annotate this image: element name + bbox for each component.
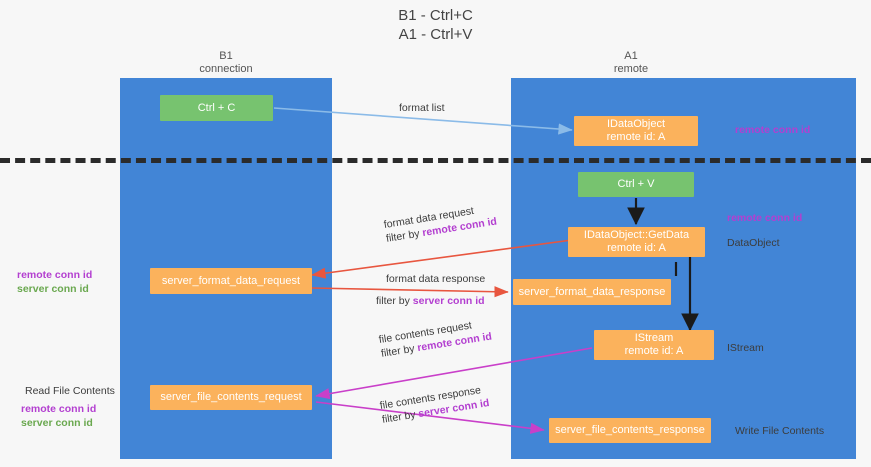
box-server-format-data-request-label: server_format_data_request xyxy=(161,274,301,287)
edge-label-format-data-response-filter: filter by server conn id xyxy=(376,294,485,308)
box-server-file-contents-response-label: server_file_contents_response xyxy=(555,424,705,436)
filter-key-server-conn-id: server conn id xyxy=(412,295,485,307)
edge-label-format-list: format list xyxy=(399,101,445,115)
diagram-title: B1 - Ctrl+C A1 - Ctrl+V xyxy=(0,6,871,44)
column-header-b1-name: B1 xyxy=(219,50,233,62)
annotation-remote-conn-id-top: remote conn id xyxy=(735,124,811,136)
diagram-title-line1: B1 - Ctrl+C xyxy=(398,7,473,24)
box-ctrl-v[interactable]: Ctrl + V xyxy=(578,172,694,197)
box-idataobject-line2: remote id: A xyxy=(606,131,666,143)
annotation-istream: IStream xyxy=(727,342,764,354)
box-istream-line2: remote id: A xyxy=(624,345,684,357)
annotation-remote-conn-id-mid: remote conn id xyxy=(727,212,803,224)
column-header-a1: A1 remote xyxy=(511,50,751,76)
box-server-file-contents-request[interactable]: server_file_contents_request xyxy=(150,385,312,410)
box-istream[interactable]: IStream remote id: A xyxy=(594,330,714,360)
diagram-title-line2: A1 - Ctrl+V xyxy=(398,26,473,43)
box-idataobject-line1: IDataObject xyxy=(606,118,666,130)
edge-label-format-data-request: format data request filter by remote con… xyxy=(383,201,498,246)
column-header-a1-role: remote xyxy=(613,63,649,75)
box-server-format-data-response[interactable]: server_format_data_response xyxy=(513,279,671,305)
edge-label-format-list-text: format list xyxy=(399,102,445,114)
edge-label-format-data-response-line1: format data response xyxy=(386,273,486,285)
box-server-format-data-request[interactable]: server_format_data_request xyxy=(150,268,312,294)
box-getdata-line2: remote id: A xyxy=(607,242,666,254)
edge-label-file-contents-response: file contents response filter by server … xyxy=(379,382,491,427)
box-ctrl-v-label: Ctrl + V xyxy=(617,178,655,190)
column-header-b1-role: connection xyxy=(199,63,253,75)
edge-label-format-data-response: format data response filter by server co… xyxy=(376,272,486,308)
box-idataobject[interactable]: IDataObject remote id: A xyxy=(574,116,698,146)
edge-label-file-contents-request: file contents request filter by remote c… xyxy=(378,316,493,361)
box-ctrl-c-label: Ctrl + C xyxy=(197,101,236,114)
box-server-file-contents-response[interactable]: server_file_contents_response xyxy=(549,418,711,443)
box-istream-line1: IStream xyxy=(634,332,674,344)
box-ctrl-c[interactable]: Ctrl + C xyxy=(160,95,273,121)
annotation-write-file-contents: Write File Contents xyxy=(735,425,825,437)
section-divider xyxy=(0,158,871,163)
annotation-read-file-contents-text: Read File Contents xyxy=(25,385,115,397)
annotation-left-remote-conn-id-bottom: remote conn id xyxy=(21,403,97,415)
annotation-read-file-contents: Read File Contents xyxy=(25,384,115,398)
box-server-format-data-response-label: server_format_data_response xyxy=(518,285,666,298)
annotation-dataobject: DataObject xyxy=(727,237,780,249)
annotation-left-conn-ids-bottom: remote conn id server conn id xyxy=(21,402,96,430)
annotation-left-server-conn-id-bottom: server conn id xyxy=(21,417,93,429)
column-header-b1: B1 connection xyxy=(120,50,332,76)
annotation-left-server-conn-id-mid: server conn id xyxy=(17,283,89,295)
annotation-left-conn-ids-mid: remote conn id server conn id xyxy=(17,268,92,296)
box-server-file-contents-request-label: server_file_contents_request xyxy=(160,391,302,403)
filter-prefix: filter by xyxy=(376,295,413,307)
column-header-a1-name: A1 xyxy=(624,50,638,62)
box-getdata-line1: IDataObject::GetData xyxy=(583,229,690,241)
box-idataobject-getdata[interactable]: IDataObject::GetData remote id: A xyxy=(568,227,705,257)
annotation-left-remote-conn-id-mid: remote conn id xyxy=(17,269,93,281)
